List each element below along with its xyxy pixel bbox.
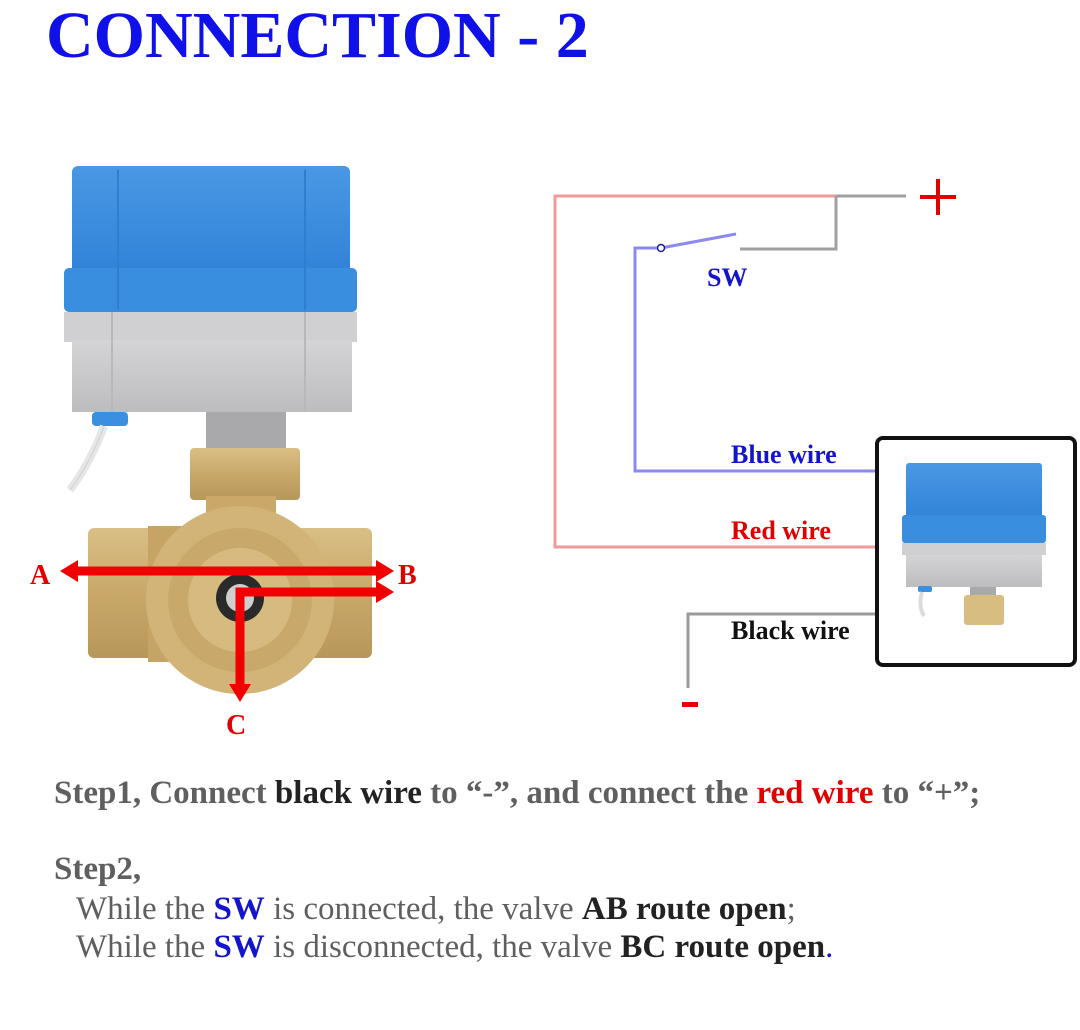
actuator-body: [64, 312, 357, 412]
black-wire-line: [686, 612, 875, 688]
page-title: CONNECTION - 2: [46, 0, 589, 72]
step1-part: Step1, Connect: [54, 775, 275, 811]
flow-arrows: [60, 560, 394, 702]
step2-heading: Step2,: [54, 851, 142, 887]
step2-bc-route: BC route open: [620, 929, 826, 965]
switch-lead-line: [740, 196, 838, 251]
wiring-diagram: A B C SW Blue wire Red wire Black wire: [30, 166, 1077, 741]
red-wire-line: [553, 194, 875, 549]
arrow-a-b: [60, 560, 394, 582]
port-label-c: C: [226, 710, 246, 741]
brass-nut: [190, 448, 300, 500]
blue-wire-label: Blue wire: [731, 440, 837, 469]
plus-terminal-icon: [920, 179, 956, 215]
step2-part: While the: [76, 891, 214, 927]
cable-gland: [92, 412, 128, 426]
switch-lever: [660, 232, 737, 250]
actuator-box: [875, 436, 1077, 667]
cable: [66, 424, 108, 493]
red-wire-label: Red wire: [731, 516, 831, 545]
step2-part: While the: [76, 929, 214, 965]
step2-ab-route: AB route open: [581, 891, 787, 927]
step1-part: to “+”;: [873, 775, 981, 811]
minus-terminal-icon: [682, 702, 698, 707]
step2-sw: SW: [213, 891, 265, 927]
arrow-center-c: [229, 684, 251, 702]
port-label-b: B: [398, 560, 417, 591]
valve-illustration: A B C: [30, 166, 417, 741]
step1-black-wire: black wire: [274, 775, 422, 811]
arrow-center-b: [235, 581, 394, 690]
step2-part: .: [825, 929, 834, 965]
switch-label: SW: [707, 263, 747, 292]
step1-part: to “-”, and connect the: [421, 775, 757, 811]
step2-line-connected: While the SW is connected, the valve AB …: [54, 890, 1064, 928]
instructions: Step1, Connect black wire to “-”, and co…: [54, 772, 1064, 966]
blue-wire-line: [633, 246, 875, 473]
step2-sw: SW: [213, 929, 265, 965]
step1-text: Step1, Connect black wire to “-”, and co…: [54, 772, 1064, 814]
circuit: SW Blue wire Red wire Black wire: [553, 179, 1077, 707]
step2-part: ;: [786, 891, 796, 927]
step2-text: Step2, While the SW is connected, the va…: [54, 848, 1064, 966]
step2-part: is connected, the valve: [264, 891, 582, 927]
stem: [206, 412, 286, 452]
actuator-cap: [64, 166, 357, 312]
step2-line-disconnected: While the SW is disconnected, the valve …: [54, 928, 1064, 966]
black-wire-label: Black wire: [731, 616, 850, 645]
step2-part: is disconnected, the valve: [264, 929, 621, 965]
step1-red-wire: red wire: [756, 775, 874, 811]
switch-pivot: [656, 243, 666, 253]
port-label-a: A: [30, 560, 51, 591]
